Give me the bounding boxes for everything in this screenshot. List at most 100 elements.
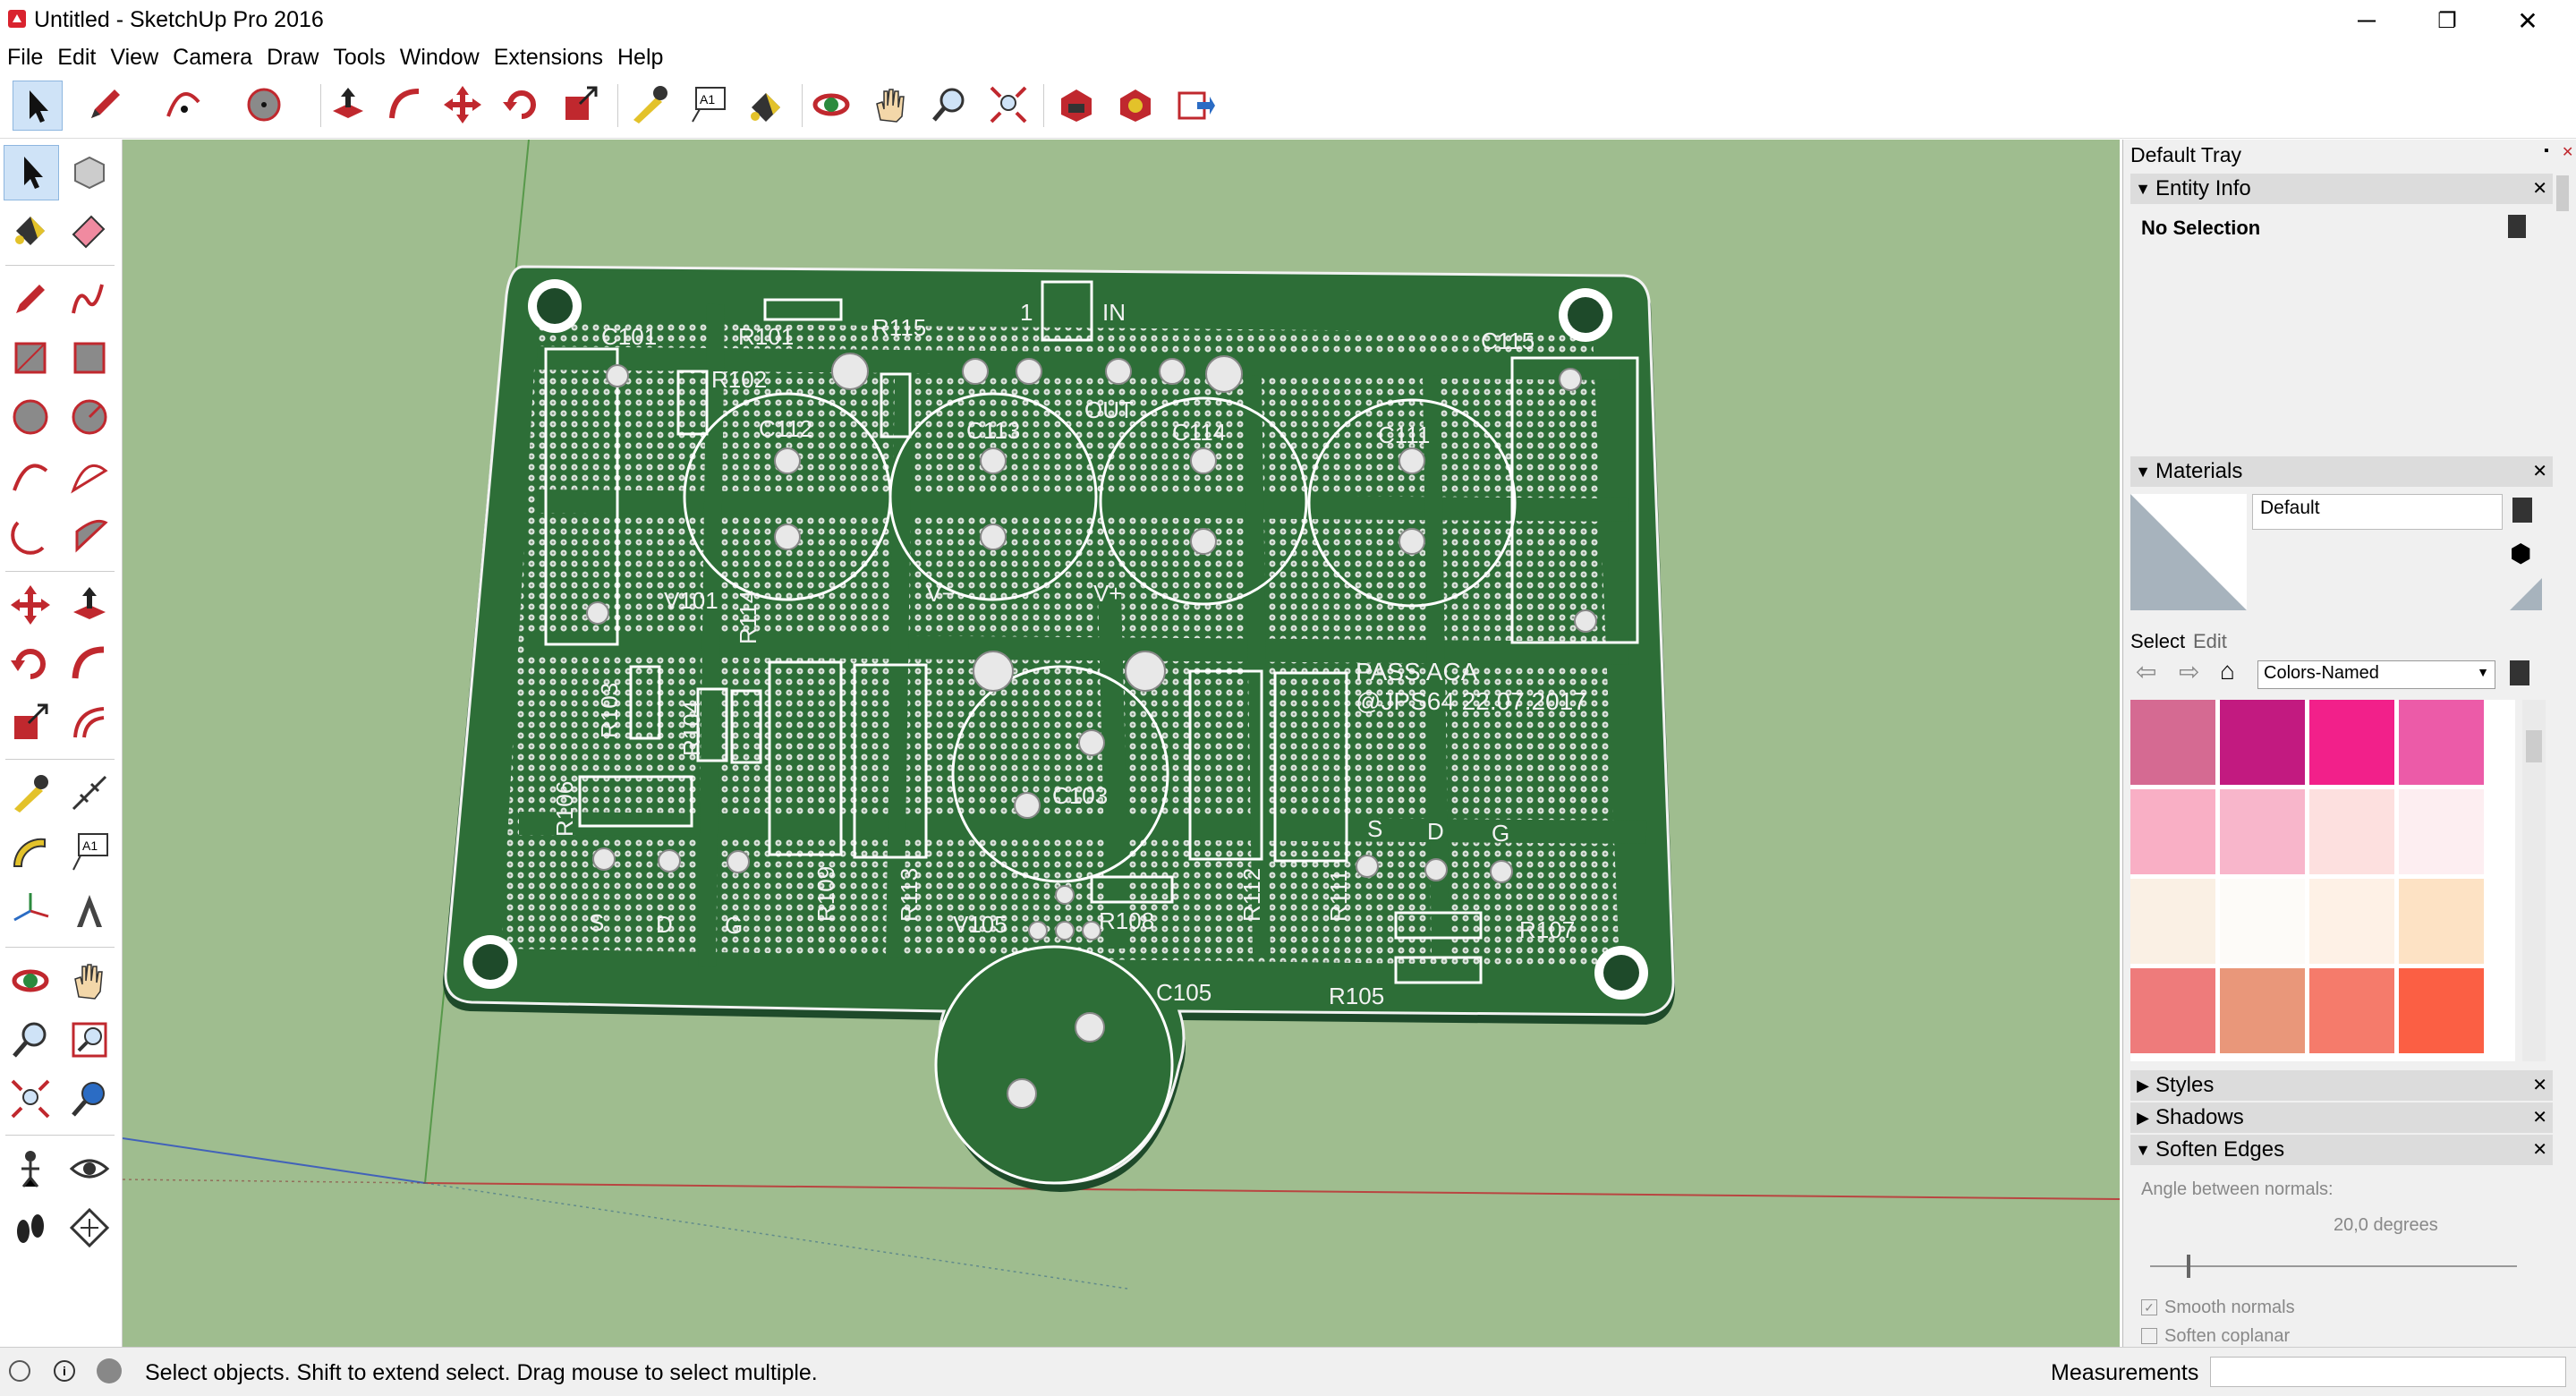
home-icon[interactable]: ⌂ bbox=[2220, 657, 2235, 685]
3d-warehouse-icon[interactable] bbox=[1052, 81, 1101, 129]
angle-slider[interactable] bbox=[2150, 1255, 2517, 1278]
color-swatch[interactable] bbox=[2130, 789, 2215, 874]
model-viewport[interactable]: C101 R101 1 IN R115 R102 OUT C115 C112 C… bbox=[123, 140, 2120, 1347]
move-icon[interactable] bbox=[438, 81, 487, 129]
menu-draw[interactable]: Draw bbox=[267, 45, 319, 70]
close-icon[interactable]: ✕ bbox=[2562, 145, 2574, 160]
circle-icon[interactable] bbox=[240, 81, 288, 129]
scale-icon[interactable] bbox=[557, 81, 605, 129]
color-swatch[interactable] bbox=[2220, 879, 2305, 964]
orbit-icon[interactable] bbox=[4, 954, 57, 1008]
close-icon[interactable]: ✕ bbox=[2532, 1108, 2547, 1128]
color-swatch[interactable] bbox=[2399, 700, 2484, 785]
polygon-icon[interactable] bbox=[63, 390, 116, 444]
user-icon[interactable] bbox=[97, 1358, 122, 1383]
rectangle-icon[interactable] bbox=[4, 331, 57, 385]
menu-extensions[interactable]: Extensions bbox=[493, 45, 603, 70]
smooth-normals-checkbox[interactable]: ✓ bbox=[2141, 1299, 2157, 1315]
make-component-icon[interactable] bbox=[63, 145, 116, 199]
zoom-extents-icon[interactable] bbox=[4, 1072, 57, 1126]
restore-button[interactable]: ❐ bbox=[2437, 8, 2457, 33]
zoom-extents-icon[interactable] bbox=[984, 81, 1033, 129]
color-swatch[interactable] bbox=[2399, 968, 2484, 1053]
freehand-icon[interactable] bbox=[63, 272, 116, 326]
scale-icon[interactable] bbox=[4, 696, 57, 750]
measurements-field[interactable] bbox=[2210, 1357, 2566, 1387]
section-plane-icon[interactable] bbox=[63, 1201, 116, 1255]
styles-header[interactable]: ▶ Styles ✕ bbox=[2130, 1070, 2553, 1101]
eraser-icon[interactable] bbox=[63, 202, 116, 256]
materials-header[interactable]: ▼ Materials ✕ bbox=[2130, 456, 2553, 487]
layout-icon[interactable] bbox=[1170, 81, 1219, 129]
close-icon[interactable]: ✕ bbox=[2532, 179, 2547, 199]
color-swatch[interactable] bbox=[2309, 879, 2394, 964]
axes-icon[interactable] bbox=[4, 884, 57, 938]
menu-edit[interactable]: Edit bbox=[57, 45, 97, 70]
dimension-icon[interactable] bbox=[63, 766, 116, 820]
minimize-button[interactable]: ─ bbox=[2358, 6, 2376, 34]
menu-view[interactable]: View bbox=[110, 45, 159, 70]
follow-me-icon[interactable] bbox=[63, 637, 116, 691]
material-name-field[interactable]: Default bbox=[2252, 494, 2503, 530]
color-swatch[interactable] bbox=[2130, 968, 2215, 1053]
color-swatch[interactable] bbox=[2309, 789, 2394, 874]
text-icon[interactable]: A1 bbox=[684, 81, 732, 129]
entity-info-header[interactable]: ▼ Entity Info ✕ bbox=[2130, 174, 2553, 204]
position-camera-icon[interactable] bbox=[4, 1142, 57, 1196]
color-swatch[interactable] bbox=[2130, 700, 2215, 785]
edit-tab[interactable]: Edit bbox=[2193, 630, 2227, 652]
menu-help[interactable]: Help bbox=[617, 45, 664, 70]
select-icon[interactable] bbox=[4, 145, 59, 200]
zoom-icon[interactable] bbox=[4, 1013, 57, 1067]
pencil-icon[interactable] bbox=[81, 81, 129, 129]
angle-slider-thumb[interactable] bbox=[2187, 1255, 2190, 1278]
details-icon[interactable] bbox=[2508, 215, 2526, 238]
zoom-icon[interactable] bbox=[925, 81, 973, 129]
color-swatch[interactable] bbox=[2220, 968, 2305, 1053]
3d-text-icon[interactable] bbox=[63, 884, 116, 938]
zoom-window-icon[interactable] bbox=[63, 1013, 116, 1067]
protractor-icon[interactable] bbox=[4, 825, 57, 879]
text-icon[interactable]: A1 bbox=[63, 825, 116, 879]
color-swatch[interactable] bbox=[2130, 879, 2215, 964]
paint-bucket-icon[interactable] bbox=[741, 81, 789, 129]
close-button[interactable]: ✕ bbox=[2517, 6, 2538, 35]
circle-icon[interactable] bbox=[4, 390, 57, 444]
line-icon[interactable] bbox=[4, 272, 57, 326]
credits-icon[interactable]: i bbox=[54, 1360, 75, 1382]
soften-edges-header[interactable]: ▼ Soften Edges ✕ bbox=[2130, 1135, 2553, 1165]
back-arrow-icon[interactable]: ⇦ bbox=[2136, 658, 2157, 685]
close-icon[interactable]: ✕ bbox=[2532, 1140, 2547, 1160]
color-swatch[interactable] bbox=[2309, 700, 2394, 785]
follow-me-icon[interactable] bbox=[381, 81, 429, 129]
swatch-scrollbar[interactable] bbox=[2522, 700, 2546, 1061]
tape-measure-icon[interactable] bbox=[4, 766, 57, 820]
rotated-rectangle-icon[interactable] bbox=[63, 331, 116, 385]
color-swatch[interactable] bbox=[2399, 879, 2484, 964]
pin-icon[interactable]: ▪ bbox=[2544, 143, 2549, 158]
close-icon[interactable]: ✕ bbox=[2532, 1076, 2547, 1095]
library-dropdown[interactable]: Colors-Named ▼ bbox=[2257, 660, 2495, 689]
arc-icon[interactable] bbox=[159, 81, 208, 129]
paint-bucket-icon[interactable] bbox=[4, 202, 57, 256]
menu-window[interactable]: Window bbox=[399, 45, 480, 70]
menu-camera[interactable]: Camera bbox=[173, 45, 253, 70]
push-pull-icon[interactable] bbox=[63, 578, 116, 632]
previous-view-icon[interactable] bbox=[63, 1072, 116, 1126]
three-point-arc-icon[interactable] bbox=[4, 508, 57, 562]
rotate-icon[interactable] bbox=[4, 637, 57, 691]
color-swatch[interactable] bbox=[2399, 789, 2484, 874]
forward-arrow-icon[interactable]: ⇨ bbox=[2179, 658, 2200, 685]
details-icon[interactable] bbox=[2510, 660, 2529, 685]
color-swatch[interactable] bbox=[2220, 700, 2305, 785]
move-icon[interactable] bbox=[4, 578, 57, 632]
arc-icon[interactable] bbox=[4, 449, 57, 503]
select-tab[interactable]: Select bbox=[2130, 630, 2186, 652]
menu-file[interactable]: File bbox=[7, 45, 44, 70]
walk-icon[interactable] bbox=[4, 1201, 57, 1255]
orbit-icon[interactable] bbox=[807, 81, 855, 129]
extension-warehouse-icon[interactable] bbox=[1111, 81, 1160, 129]
color-swatch[interactable] bbox=[2220, 789, 2305, 874]
shadows-header[interactable]: ▶ Shadows ✕ bbox=[2130, 1102, 2553, 1133]
select-icon[interactable] bbox=[13, 81, 63, 131]
